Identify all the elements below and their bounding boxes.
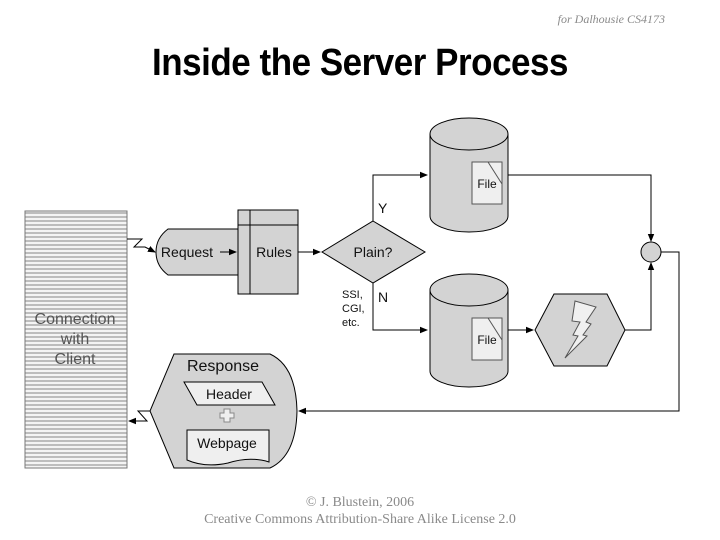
license-text: Creative Commons Attribution-Share Alike…: [204, 512, 516, 527]
file-icon: [471, 317, 503, 361]
copyright-text: © J. Blustein, 2006: [305, 495, 415, 510]
no-note-line2: CGI,: [342, 303, 365, 315]
course-note: for Dalhousie CS4173: [557, 12, 665, 26]
webpage-label: Webpage: [197, 435, 257, 451]
dynamic-file-store: File: [429, 273, 509, 388]
process-execution-node: [534, 293, 626, 367]
incoming-link-connector: [127, 238, 156, 253]
yes-label: Y: [378, 200, 388, 216]
process-to-merge-arrow: [625, 262, 655, 331]
webpage-block: [186, 429, 270, 466]
no-branch-arrow: [372, 283, 428, 334]
merge-to-response-arrow: [298, 251, 680, 415]
lightning-icon: [564, 300, 597, 359]
static-file-store: File: [429, 117, 509, 233]
footer: © J. Blustein, 2006 Creative Commons Att…: [0, 494, 720, 528]
no-note-line1: SSI,: [342, 289, 363, 301]
decision-label: Plain?: [354, 244, 393, 260]
request-label: Request: [161, 244, 213, 260]
no-note-line3: etc.: [342, 317, 360, 329]
header-block: [183, 381, 276, 406]
outgoing-link-connector: [128, 410, 150, 425]
merge-junction: [640, 241, 662, 263]
connection-with-client-box: Connection with Client: [24, 210, 128, 469]
rules-node: Rules: [237, 209, 299, 295]
file-bottom-label: File: [477, 333, 497, 347]
plus-icon: [219, 408, 235, 423]
file-icon: [471, 161, 503, 205]
no-label: N: [378, 289, 388, 305]
response-node: Response Header Webpage: [149, 353, 298, 469]
slide-title: Inside the Server Process: [151, 42, 569, 84]
rules-label: Rules: [256, 244, 292, 260]
header-label: Header: [206, 386, 252, 402]
plain-decision-node: Plain?: [321, 220, 426, 284]
connection-label-line2: with: [60, 331, 89, 348]
yes-branch-arrow: [372, 171, 428, 221]
file-top-label: File: [477, 177, 497, 191]
response-label: Response: [187, 358, 259, 375]
connection-label-line3: Client: [55, 351, 96, 368]
top-file-to-merge-arrow: [508, 174, 655, 242]
connection-label-line1: Connection: [35, 311, 116, 328]
